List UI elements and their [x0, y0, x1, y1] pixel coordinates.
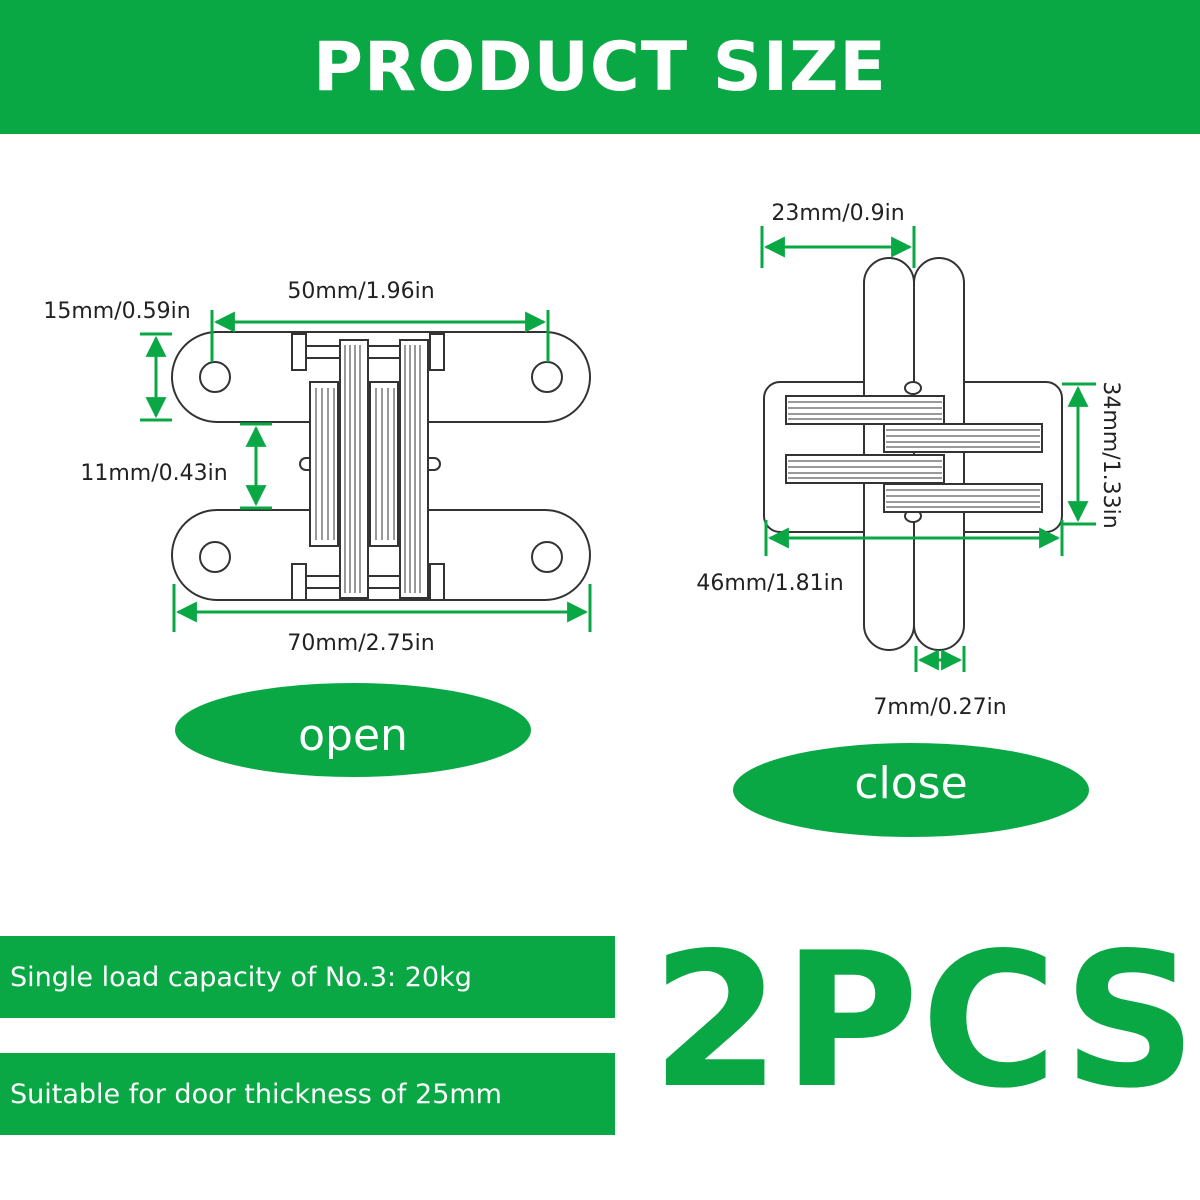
closed-dim-leaf-width: 7mm/0.27in [873, 695, 1006, 720]
close-label-pill [733, 743, 1089, 837]
door-thickness-text: Suitable for door thickness of 25mm [10, 1078, 502, 1110]
open-label-pill [175, 683, 531, 777]
banner-title: PRODUCT SIZE [313, 27, 887, 107]
open-dim-plate-height: 15mm/0.59in [43, 299, 190, 324]
open-dim-hole-spacing: 50mm/1.96in [287, 279, 434, 304]
quantity-label: 2PCS [651, 911, 1199, 1129]
open-hinge-ridges [315, 345, 421, 593]
open-dimension-lines [140, 310, 592, 632]
load-capacity-bar: Single load capacity of No.3: 20kg [0, 936, 615, 1018]
closed-dim-body-height: 34mm/1.33in [1098, 381, 1123, 528]
open-hinge-drawing [171, 331, 591, 601]
closed-hinge-ridges [788, 401, 1040, 508]
closed-dim-top-width: 23mm/0.9in [771, 201, 904, 226]
load-capacity-text: Single load capacity of No.3: 20kg [10, 961, 472, 993]
open-dim-total-length: 70mm/2.75in [287, 631, 434, 656]
closed-dim-body-width: 46mm/1.81in [696, 571, 843, 596]
close-label: close [854, 758, 967, 809]
title-banner: PRODUCT SIZE [0, 0, 1200, 134]
closed-dimension-lines [760, 226, 1096, 672]
open-dim-gap: 11mm/0.43in [80, 461, 227, 486]
door-thickness-bar: Suitable for door thickness of 25mm [0, 1053, 615, 1135]
open-label: open [298, 710, 408, 761]
